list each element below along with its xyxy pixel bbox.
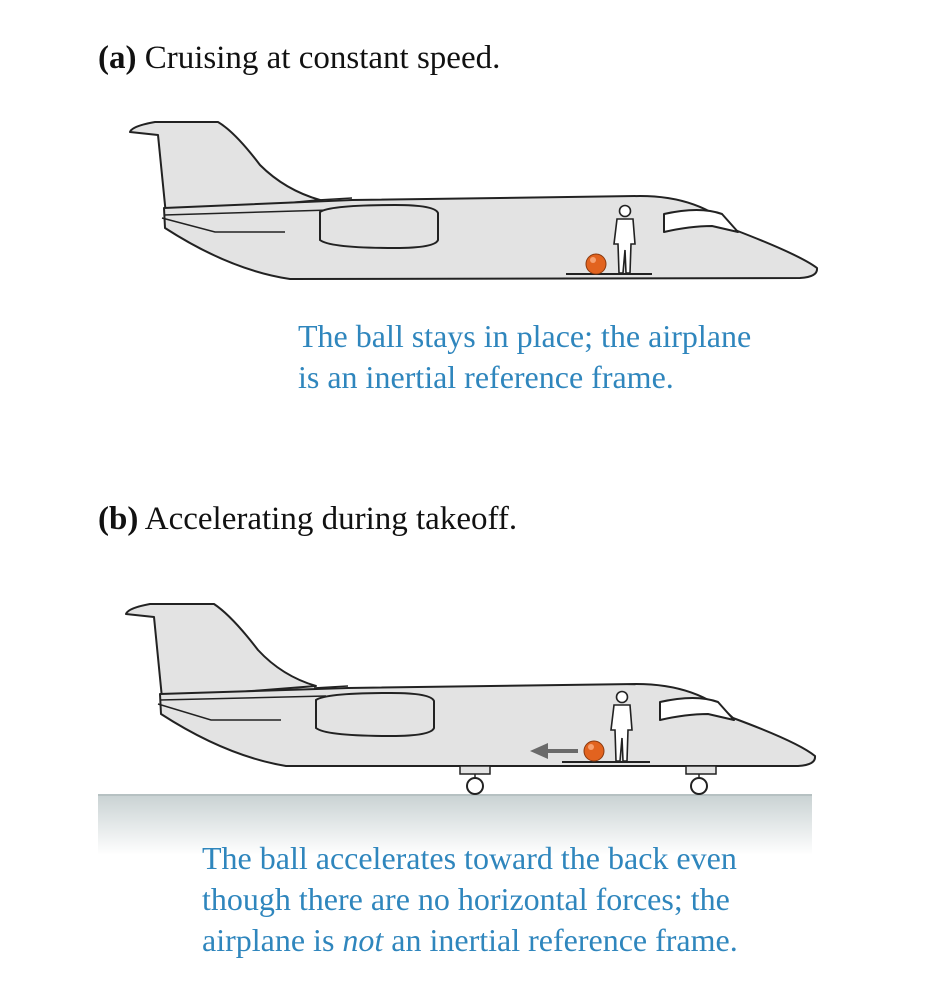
panel-b-caption-line-1: The ball accelerates toward the back eve… xyxy=(202,840,737,876)
panel-a-figure xyxy=(129,121,819,280)
cockpit-window-a xyxy=(663,209,739,233)
fuselage-b xyxy=(159,683,817,767)
panel-b-figure xyxy=(98,603,817,855)
panel-a-caption: The ball stays in place; the airplane is… xyxy=(298,316,751,398)
engine-b xyxy=(315,691,435,738)
tail-fin-a xyxy=(129,121,321,216)
tail-fin-b xyxy=(125,603,317,699)
panel-a-caption-line-2: is an inertial reference frame. xyxy=(298,359,674,395)
person-icon xyxy=(613,204,636,274)
airplane-a xyxy=(129,121,819,280)
panel-b-caption-line-2: though there are no horizontal forces; t… xyxy=(202,881,730,917)
landing-gear-front xyxy=(685,765,717,795)
ground xyxy=(98,795,812,855)
panel-b-heading: (b) Accelerating during takeoff. xyxy=(98,503,517,536)
cockpit-window-b xyxy=(659,697,735,721)
panel-b-caption-line-3-before: airplane is xyxy=(202,922,343,958)
panel-b-caption-line-3: airplane is not an inertial reference fr… xyxy=(202,920,738,961)
panel-a-tag: (a) xyxy=(98,40,137,76)
panel-b-title: Accelerating during takeoff. xyxy=(144,501,518,537)
landing-gear-rear xyxy=(459,765,491,795)
panel-b-tag: (b) xyxy=(98,501,139,537)
ball-icon xyxy=(583,740,605,762)
panel-b-caption: The ball accelerates toward the back eve… xyxy=(202,838,738,961)
airplane-b xyxy=(125,603,817,795)
panel-b-caption-emphasis: not xyxy=(342,922,384,958)
panel-a-heading: (a) Cruising at constant speed. xyxy=(98,42,500,75)
engine-a xyxy=(319,203,439,250)
panel-b-caption-line-3-after: an inertial reference frame. xyxy=(383,922,738,958)
panel-a-title: Cruising at constant speed. xyxy=(144,40,501,76)
person-icon xyxy=(610,690,633,762)
panel-a-caption-line-1: The ball stays in place; the airplane xyxy=(298,318,752,354)
arrow-left-icon xyxy=(530,743,578,759)
